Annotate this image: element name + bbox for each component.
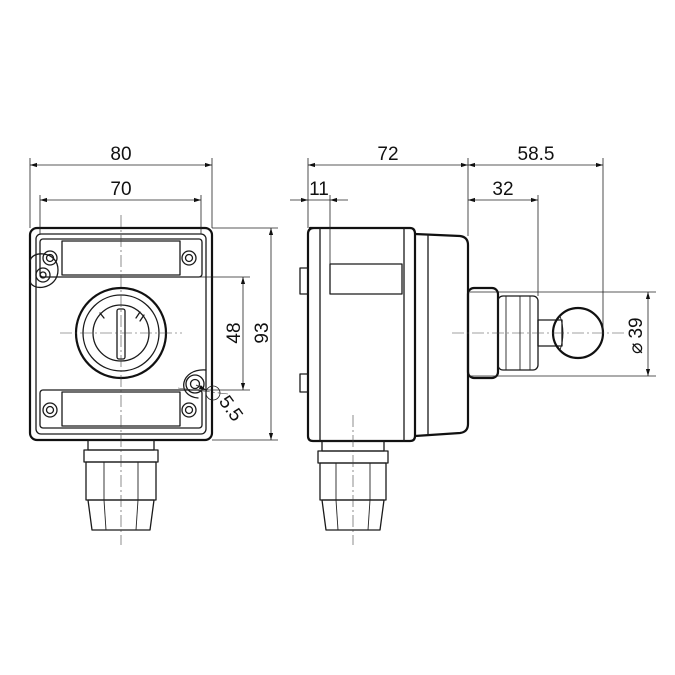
dim-side-depth: 72: [307, 144, 469, 236]
diameter-icon: ⌀: [626, 343, 647, 354]
dim-side-flange: 11: [290, 179, 348, 264]
dim-operator-length: 58.5: [468, 144, 604, 333]
screw-icon: [42, 250, 58, 266]
dim-label-11: 11: [309, 179, 329, 200]
front-view: 80 70 48 93 5.5: [28, 144, 278, 545]
dim-knob-diameter: ⌀39: [470, 291, 656, 377]
dim-label-diameter-39: ⌀39: [626, 317, 647, 354]
screw-icon: [42, 402, 58, 418]
dim-label-70: 70: [110, 179, 131, 200]
dim-label-72: 72: [377, 144, 398, 165]
dim-label-48: 48: [224, 322, 245, 343]
latch-icon: [183, 369, 207, 399]
screw-icon: [181, 402, 197, 418]
screw-icon: [181, 250, 197, 266]
dim-operator-neck: 32: [468, 179, 539, 296]
dim-front-total-width: 80: [29, 144, 213, 228]
dim-front-inner-width: 70: [39, 179, 202, 234]
front-enclosure-inner: [35, 233, 207, 435]
side-view: 72 11 58.5 32 ⌀39: [290, 144, 656, 545]
side-flange: [414, 232, 470, 438]
dim-label-58-5: 58.5: [518, 144, 555, 165]
dim-label-32: 32: [492, 179, 513, 200]
dim-front-hole-spacing: 48: [190, 276, 250, 391]
hinge-icon: [29, 253, 59, 289]
dim-front-total-height: 93: [212, 227, 278, 441]
dim-label-93: 93: [252, 322, 273, 343]
side-body: [306, 226, 417, 443]
dim-label-80: 80: [110, 144, 131, 165]
